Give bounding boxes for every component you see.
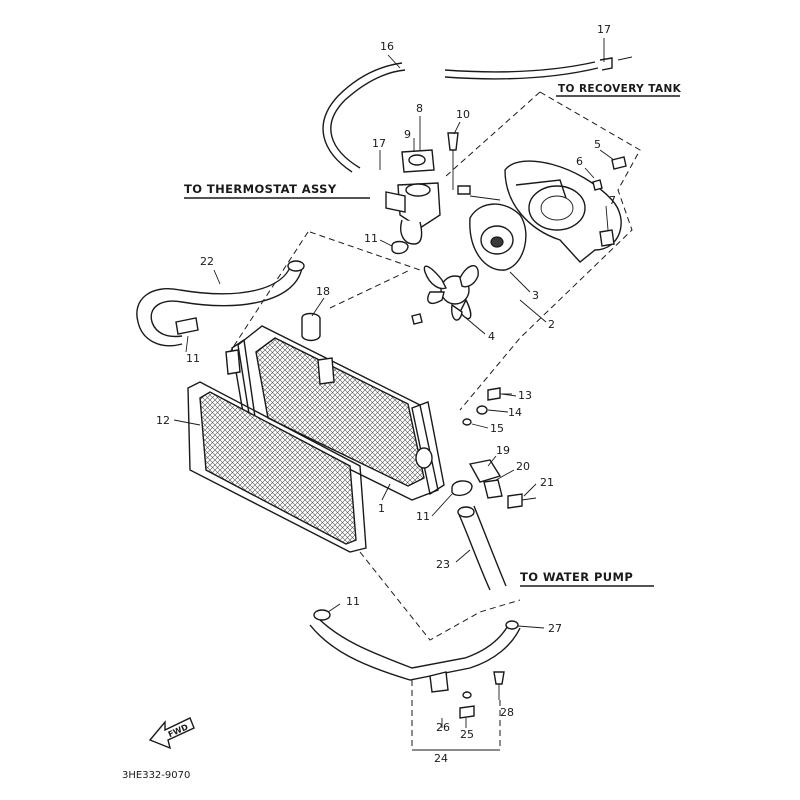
to-thermostat-label: TO THERMOSTAT ASSY — [184, 182, 337, 196]
callout-26: 26 — [436, 721, 450, 734]
callout-11-thermo: 11 — [364, 232, 378, 245]
thermostat-outlet-fitting — [385, 132, 459, 245]
to-recovery-tank-label: TO RECOVERY TANK — [558, 83, 682, 95]
callout-21: 21 — [540, 476, 554, 489]
diagram-code: 3HE332-9070 — [122, 770, 190, 781]
callout-10: 10 — [456, 108, 470, 121]
callout-11-lower: 11 — [416, 510, 430, 523]
callout-11-hose: 11 — [186, 352, 200, 365]
callout-22: 22 — [200, 255, 214, 268]
hose-clip — [175, 317, 199, 335]
bracket-hardware — [451, 387, 537, 509]
callout-14: 14 — [508, 406, 522, 419]
callout-6: 6 — [576, 155, 583, 168]
callout-16: 16 — [380, 40, 394, 53]
callout-20: 20 — [516, 460, 530, 473]
callout-24: 24 — [434, 752, 448, 765]
fan-motor-assembly — [457, 156, 627, 271]
fwd-label: FWD — [167, 722, 190, 739]
callout-15: 15 — [490, 422, 504, 435]
lower-radiator-hose — [457, 505, 507, 591]
radiator-grille — [187, 381, 367, 553]
callout-19: 19 — [496, 444, 510, 457]
callout-11-pipe: 11 — [346, 595, 360, 608]
callout-17: 17 — [597, 23, 611, 36]
fan-blade — [411, 265, 479, 325]
callout-7: 7 — [609, 194, 616, 207]
to-water-pump-label: TO WATER PUMP — [520, 570, 633, 584]
callout-9: 9 — [404, 128, 411, 141]
callout-18: 18 — [316, 285, 330, 298]
water-pipe — [309, 609, 521, 719]
recovery-tank-hose — [322, 61, 599, 173]
callout-27: 27 — [548, 622, 562, 635]
upper-radiator-hose — [136, 260, 305, 347]
forward-arrow-icon: FWD — [148, 717, 195, 750]
callout-12: 12 — [156, 414, 170, 427]
callout-17-lower: 17 — [372, 137, 386, 150]
callout-leaders — [173, 38, 615, 728]
callout-3: 3 — [532, 289, 539, 302]
callout-25: 25 — [460, 728, 474, 741]
radiator — [225, 325, 445, 501]
callout-5: 5 — [594, 138, 601, 151]
callout-numbers: 16 17 8 9 10 17 5 6 7 3 2 4 11 22 11 18 … — [156, 23, 616, 765]
assembly-guide-lines — [229, 91, 641, 751]
callout-1: 1 — [378, 502, 385, 515]
callout-23: 23 — [436, 558, 450, 571]
callout-28: 28 — [500, 706, 514, 719]
hose-clip — [599, 56, 633, 71]
callout-13: 13 — [518, 389, 532, 402]
callout-4: 4 — [488, 330, 495, 343]
radiator-cap — [301, 312, 321, 342]
hose-clip — [391, 240, 409, 255]
callout-8: 8 — [416, 102, 423, 115]
callout-2: 2 — [548, 318, 555, 331]
